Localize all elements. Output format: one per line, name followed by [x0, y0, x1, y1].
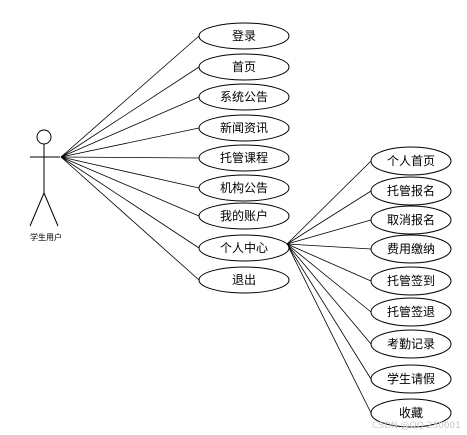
assoc-personal-center-personal-home — [286, 160, 372, 245]
use-case-news: 新闻资讯 — [198, 114, 290, 142]
assoc-actor-org-notice — [60, 156, 200, 189]
use-case-label: 托管报名 — [387, 183, 435, 198]
assoc-actor-system-notice — [60, 96, 200, 158]
assoc-actor-personal-center — [60, 156, 200, 249]
use-case-ellipse — [198, 144, 290, 172]
use-case-label: 收藏 — [399, 406, 423, 420]
assoc-personal-center-attendance-record — [286, 243, 372, 345]
use-case-label: 退出 — [232, 273, 256, 287]
use-case-ellipse — [370, 398, 452, 428]
use-case-ellipse — [370, 176, 452, 206]
use-case-ellipse — [198, 114, 290, 142]
use-case-ellipse — [198, 202, 290, 230]
use-case-label: 登录 — [232, 28, 256, 43]
assoc-actor-logout — [60, 156, 200, 281]
actor-label: 学生用户 — [30, 232, 62, 242]
use-case-ellipse — [198, 83, 290, 111]
use-case-ellipse — [370, 146, 452, 176]
actor-left-leg — [29, 192, 45, 227]
assoc-actor-news — [60, 127, 200, 158]
use-case-label: 学生请假 — [387, 371, 435, 386]
association-lines — [60, 35, 372, 414]
use-case-label: 新闻资讯 — [220, 120, 268, 135]
use-case-system-notice: 系统公告 — [198, 83, 290, 111]
use-case-label: 个人中心 — [220, 240, 268, 255]
assoc-actor-home — [60, 66, 200, 158]
use-case-care-checkin: 托管签到 — [370, 266, 452, 296]
use-case-ellipse — [370, 329, 452, 359]
use-case-ellipse — [370, 205, 452, 235]
use-case-my-account: 我的账户 — [198, 202, 290, 230]
use-case-ellipse — [370, 297, 452, 327]
use-case-login: 登录 — [198, 22, 290, 50]
assoc-personal-center-student-leave — [286, 243, 372, 380]
use-case-label: 托管签退 — [387, 304, 435, 319]
assoc-personal-center-favorites — [286, 243, 372, 414]
assoc-personal-center-care-checkout — [286, 243, 372, 313]
actor-student-user: 学生用户 — [29, 129, 62, 242]
assoc-personal-center-cancel-signup — [286, 219, 372, 245]
use-case-care-checkout: 托管签退 — [370, 297, 452, 327]
use-case-label: 首页 — [232, 60, 256, 74]
assoc-actor-login — [60, 35, 200, 158]
watermark: CSDN @QQ 230001 — [372, 421, 461, 431]
use-case-label: 费用缴纳 — [387, 241, 435, 256]
use-case-label: 我的账户 — [220, 208, 268, 223]
use-case-favorites: 收藏 — [370, 398, 452, 428]
use-case-ellipse — [198, 53, 290, 81]
use-case-ellipse — [370, 266, 452, 296]
use-case-home: 首页 — [198, 53, 290, 81]
use-case-student-leave: 学生请假 — [370, 364, 452, 394]
use-case-logout: 退出 — [198, 266, 290, 294]
use-case-org-notice: 机构公告 — [198, 174, 290, 202]
use-case-label: 托管签到 — [387, 273, 435, 288]
use-case-label: 托管课程 — [220, 150, 268, 165]
use-case-ellipse — [198, 174, 290, 202]
use-case-care-signup: 托管报名 — [370, 176, 452, 206]
use-case-label: 系统公告 — [220, 90, 268, 104]
use-case-ellipse — [370, 364, 452, 394]
use-case-ellipse — [198, 234, 290, 262]
actor-right-leg — [43, 192, 59, 227]
assoc-personal-center-care-checkin — [286, 243, 372, 282]
use-case-personal-home: 个人首页 — [370, 146, 452, 176]
use-case-personal-center: 个人中心 — [198, 234, 290, 262]
use-case-ellipse — [198, 266, 290, 294]
use-case-ellipse — [370, 234, 452, 264]
use-case-cancel-signup: 取消报名 — [370, 205, 452, 235]
use-case-label: 个人首页 — [387, 154, 435, 168]
use-case-fee-payment: 费用缴纳 — [370, 234, 452, 264]
use-case-attendance-record: 考勤记录 — [370, 329, 452, 359]
use-case-care-course: 托管课程 — [198, 144, 290, 172]
assoc-actor-my-account — [60, 156, 200, 217]
assoc-actor-care-course — [60, 156, 200, 159]
assoc-personal-center-fee-payment — [286, 243, 372, 250]
use-case-label: 取消报名 — [387, 212, 435, 227]
assoc-personal-center-care-signup — [286, 190, 372, 245]
use-case-label: 机构公告 — [220, 180, 268, 195]
use-case-ellipse — [198, 22, 290, 50]
actor-head — [36, 129, 52, 145]
use-case-label: 考勤记录 — [387, 337, 435, 351]
